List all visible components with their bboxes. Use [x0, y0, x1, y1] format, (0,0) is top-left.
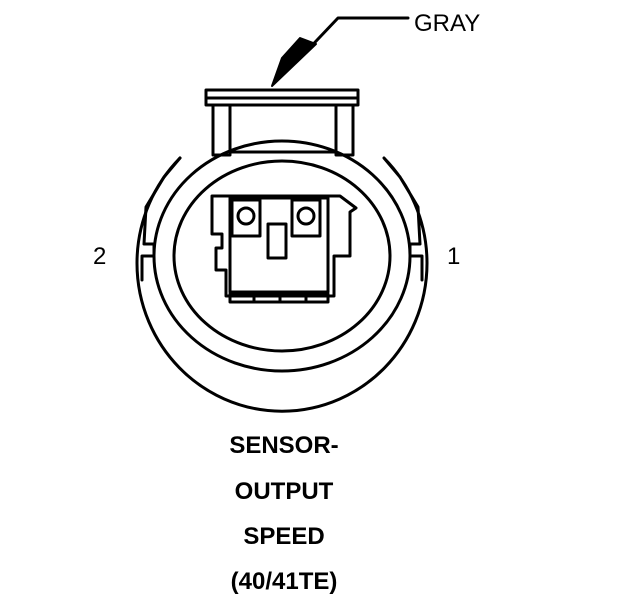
terminal-left: [230, 198, 262, 238]
connector-ring-inner: [172, 159, 392, 353]
tab-post-left: [211, 103, 232, 157]
leader-line: [298, 16, 410, 60]
polarizing-key: [266, 222, 288, 260]
caption-line-2: OUTPUT: [234, 478, 334, 505]
tab-post-right: [334, 103, 355, 157]
pin-label-1: 1: [447, 243, 461, 270]
connector-shell: [135, 156, 429, 413]
wire-color-label: GRAY: [414, 10, 481, 37]
caption-line-3: SPEED: [243, 523, 325, 550]
pin-hole-2: [236, 206, 256, 226]
terminal-cavity: [210, 194, 358, 298]
terminal-right: [290, 198, 322, 238]
pin-hole-1: [296, 206, 316, 226]
connector-ring-outer: [152, 139, 412, 373]
pin-label-2: 2: [93, 243, 107, 270]
arrow-head: [271, 37, 317, 87]
caption-line-1: SENSOR-: [229, 432, 339, 459]
caption-line-4: (40/41TE): [230, 568, 338, 595]
terminal-housing: [228, 196, 330, 294]
